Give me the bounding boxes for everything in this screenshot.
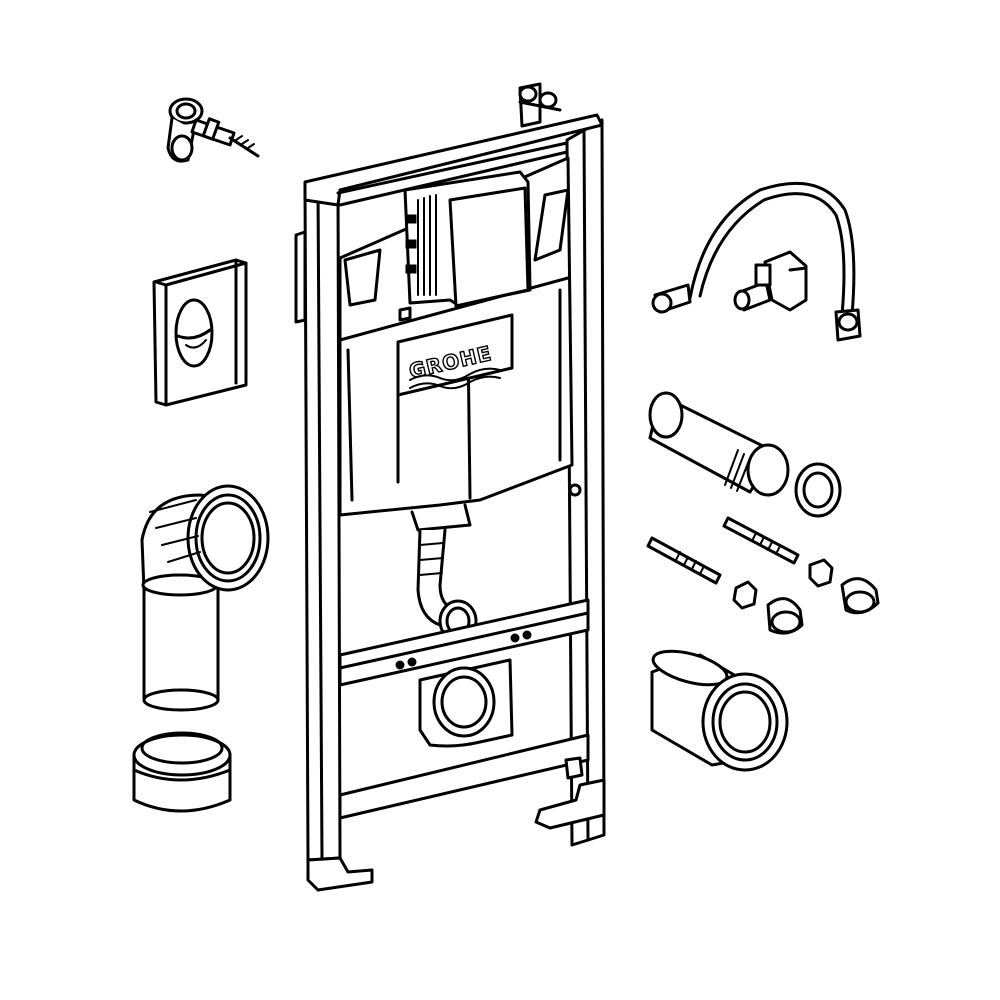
pipe-cap-icon — [132, 731, 232, 813]
supply-hose-icon — [651, 181, 862, 342]
installation-frame-icon: GROHE — [294, 82, 606, 892]
drain-sleeve-icon — [650, 649, 789, 772]
wall-anchor-icon — [166, 97, 260, 163]
nut-cap-icon — [732, 558, 880, 635]
flush-plate-icon — [152, 258, 248, 407]
connector-pipe-icon — [648, 391, 842, 518]
threaded-rod-icon — [646, 516, 800, 585]
flush-elbow-icon — [140, 484, 270, 712]
